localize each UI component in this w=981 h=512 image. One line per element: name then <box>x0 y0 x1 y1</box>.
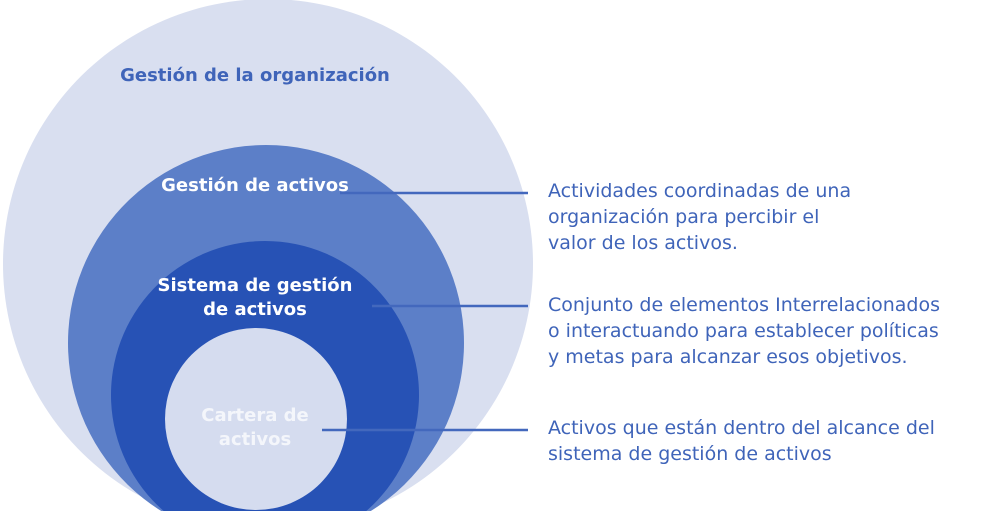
portfolio-label-line: Cartera de <box>201 405 309 426</box>
description-line: Actividades coordinadas de una <box>548 180 852 202</box>
description-line: Activos que están dentro del alcance del <box>548 417 935 439</box>
portfolio-label: Cartera de activos <box>170 404 340 452</box>
management-system-label-line: Sistema de gestión <box>157 275 353 296</box>
description-line: organización para percibir el <box>548 206 820 228</box>
portfolio-description: Activos que están dentro del alcance del… <box>548 415 935 467</box>
management-system-description: Conjunto de elementos Interrelacionados … <box>548 292 940 370</box>
description-line: y metas para alcanzar esos objetivos. <box>548 346 908 368</box>
portfolio-circle <box>165 328 347 510</box>
description-line: o interactuando para establecer política… <box>548 320 939 342</box>
description-line: sistema de gestión de activos <box>548 443 832 465</box>
management-system-label-line: de activos <box>203 299 307 320</box>
organization-label: Gestión de la organización <box>120 65 390 86</box>
asset-management-description: Actividades coordinadas de una organizac… <box>548 178 851 256</box>
description-line: valor de los activos. <box>548 232 738 254</box>
portfolio-label-line: activos <box>218 429 292 450</box>
asset-management-label: Gestión de activos <box>161 175 349 196</box>
management-system-label: Sistema de gestión de activos <box>130 274 380 322</box>
description-line: Conjunto de elementos Interrelacionados <box>548 294 940 316</box>
